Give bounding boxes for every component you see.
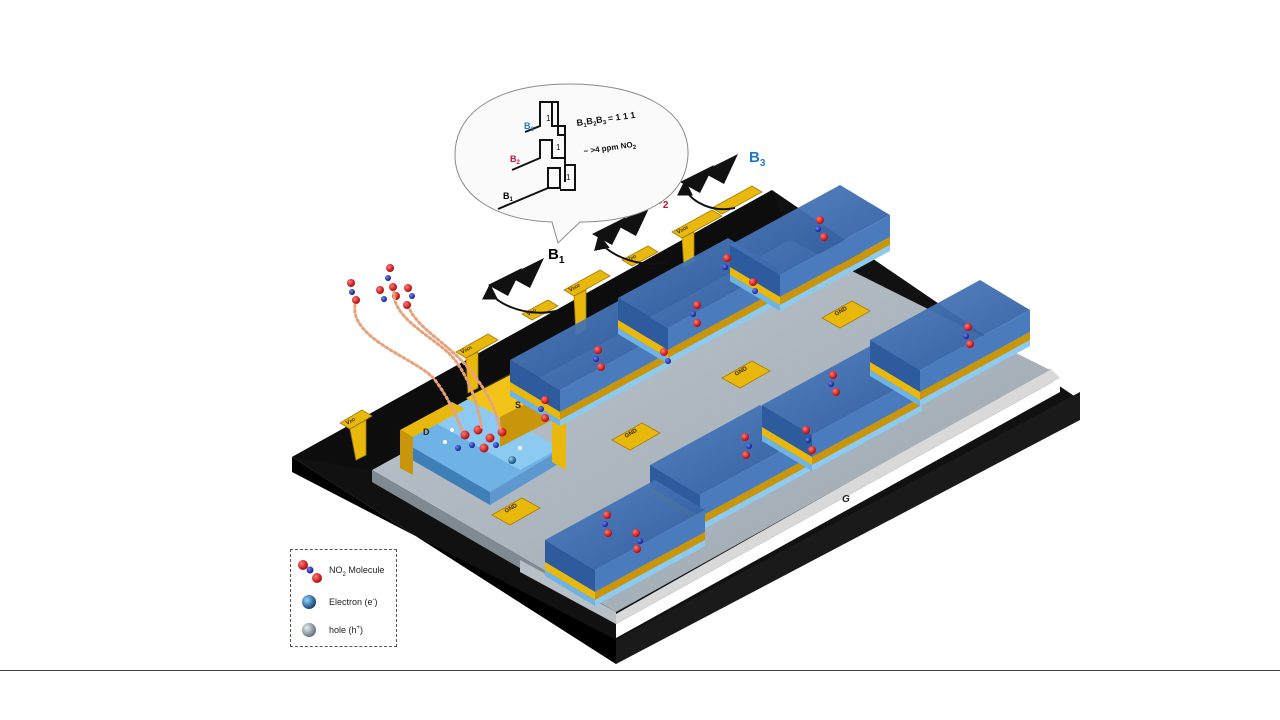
wave-label-b3: B3 [524, 121, 535, 133]
legend: NO2 Molecule Electron (e-) hole (h+) [290, 549, 397, 647]
legend-item-no2: NO2 Molecule [297, 558, 384, 584]
no2-molecule [538, 396, 549, 422]
svg-text:VDD1: VDD1 [460, 344, 474, 356]
transistor-row2-c [870, 280, 1030, 406]
no2-molecule [741, 433, 752, 459]
electron-icon [302, 595, 316, 609]
waveform-bit-b1: 1 [566, 173, 571, 182]
legend-item-hole: hole (h+) [299, 620, 363, 640]
no2-molecule [963, 323, 974, 348]
hole-icon [302, 623, 316, 637]
waveform-outline [552, 101, 576, 191]
wave-label-b1: B1 [503, 191, 514, 203]
no2-molecule [347, 279, 360, 304]
amplifier-b3 [677, 154, 738, 211]
waveform-bit-b3: 1 [546, 114, 551, 123]
bit-label-b3: B3 [749, 149, 766, 169]
waveform-bit-b2: 1 [556, 143, 561, 152]
no2-molecule [602, 511, 612, 537]
source-label: S [515, 400, 521, 410]
amplifier-b2 [592, 206, 669, 265]
no2-molecule [385, 264, 397, 291]
gate-label: G [842, 494, 850, 505]
drain-label: D [423, 427, 430, 437]
vdd-bus-region [292, 190, 790, 470]
svg-text:VDD2: VDD2 [568, 282, 582, 294]
no2-molecules [347, 216, 974, 553]
callout-bubble: 1 1 1 B3 B2 B1 B1B2B3= 1 1 1 ~ >4 ppm NO… [454, 83, 689, 244]
code-readout: B1B2B3= 1 1 1 [576, 110, 636, 130]
waveform-b1 [497, 167, 561, 210]
no2-molecule [802, 426, 816, 454]
svg-text:VDD3: VDD3 [676, 224, 690, 236]
bit-label-b1: B1 [548, 246, 565, 266]
gas-flow-trails [353, 290, 502, 432]
no2-molecule [593, 346, 605, 371]
amplifier-b1 [482, 258, 561, 314]
gnd-pads: GND GND GND GND [491, 300, 871, 526]
gate-dielectric-layer [372, 240, 1050, 624]
transistor-row3-a [545, 480, 705, 606]
wave-label-b2: B2 [510, 154, 521, 166]
legend-item-electron: Electron (e-) [299, 592, 378, 612]
no2-molecule [660, 348, 671, 364]
transistor-array: D S [400, 185, 1030, 606]
vdd-pad-labels: VDD VDD1 VDD VDD2 VDD VDD3 [345, 224, 690, 427]
no2-molecule-icon [298, 560, 322, 583]
transistor-row1-c [730, 185, 890, 311]
svg-text:VDD: VDD [345, 417, 357, 427]
bottom-divider [0, 670, 1280, 671]
no2-molecule [722, 254, 731, 270]
no2-molecule [632, 529, 643, 553]
svg-text:VDD: VDD [526, 308, 538, 318]
no2-molecule [749, 278, 758, 294]
no2-molecule [828, 371, 840, 396]
no2-molecule [815, 216, 828, 241]
no2-molecule [403, 284, 415, 309]
no2-molecule [690, 301, 701, 327]
transistor-row1-a [510, 300, 670, 426]
